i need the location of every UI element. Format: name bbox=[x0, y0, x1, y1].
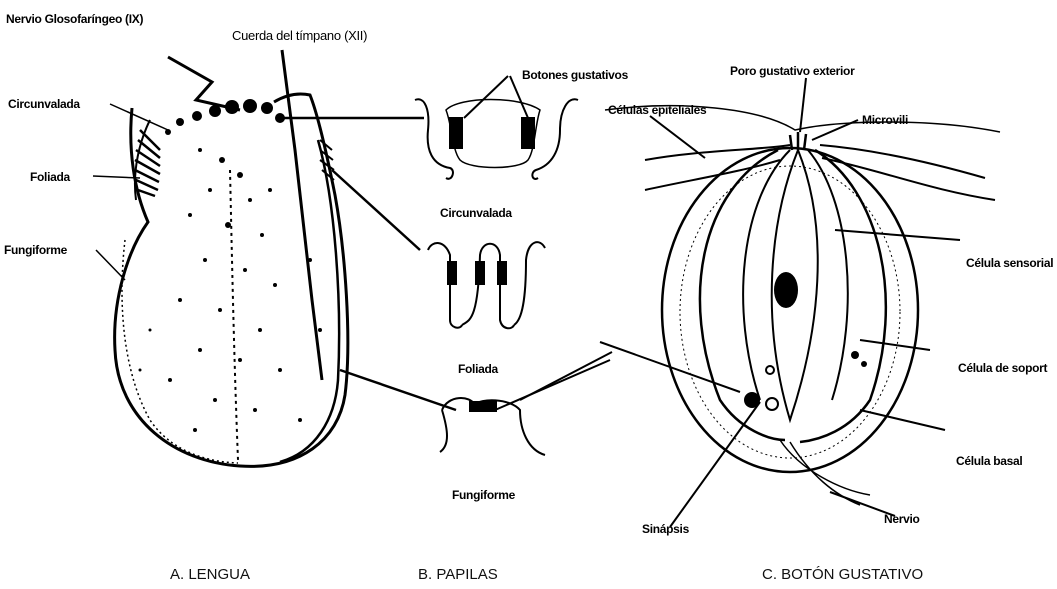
caption-papilas: B. PAPILAS bbox=[418, 566, 498, 583]
label-circunvalada-lengua: Circunvalada bbox=[8, 97, 80, 111]
label-cuerda-timpano: Cuerda del tímpano (XII) bbox=[232, 28, 367, 43]
label-circunvalada-papila: Circunvalada bbox=[440, 206, 512, 220]
tongue-midline bbox=[230, 170, 238, 460]
foliate-ridges bbox=[135, 130, 160, 196]
caption-boton: C. BOTÓN GUSTATIVO bbox=[762, 566, 923, 583]
caption-lengua: A. LENGUA bbox=[170, 566, 250, 583]
supporting-cell-right bbox=[800, 150, 886, 442]
label-fungiforme-lengua: Fungiforme bbox=[4, 243, 67, 257]
papilla-fungiform bbox=[440, 398, 545, 455]
papilla-circumvallate bbox=[415, 99, 578, 179]
label-fungiforme-papila: Fungiforme bbox=[452, 488, 515, 502]
label-botones-gustativos: Botones gustativos bbox=[522, 68, 628, 82]
label-celulas-epiteliales: Células epiteliales bbox=[608, 103, 706, 117]
tongue-right-edge bbox=[280, 140, 339, 462]
papilla-foliate bbox=[428, 242, 545, 328]
label-poro-gustativo: Poro gustativo exterior bbox=[730, 64, 854, 78]
sensory-cell-nucleus bbox=[774, 272, 798, 308]
tongue-outline-inner bbox=[122, 240, 238, 463]
label-celula-soporte: Célula de soport bbox=[958, 361, 1047, 375]
label-foliada-papila: Foliada bbox=[458, 362, 498, 376]
chorda-tympani-line bbox=[282, 50, 322, 380]
label-nervio-glosofaringeo: Nervio Glosofaríngeo (IX) bbox=[6, 12, 143, 26]
taste-bud-illustration bbox=[605, 106, 1000, 505]
label-celula-sensorial: Célula sensorial bbox=[966, 256, 1053, 270]
label-microvili: Microvili bbox=[862, 113, 908, 127]
label-foliada-lengua: Foliada bbox=[30, 170, 70, 184]
microvilli bbox=[790, 132, 806, 150]
label-celula-basal: Célula basal bbox=[956, 454, 1022, 468]
label-sinapsis: Sinápsis bbox=[642, 522, 689, 536]
label-nervio: Nervio bbox=[884, 512, 920, 526]
lengua-pointers bbox=[93, 104, 456, 410]
